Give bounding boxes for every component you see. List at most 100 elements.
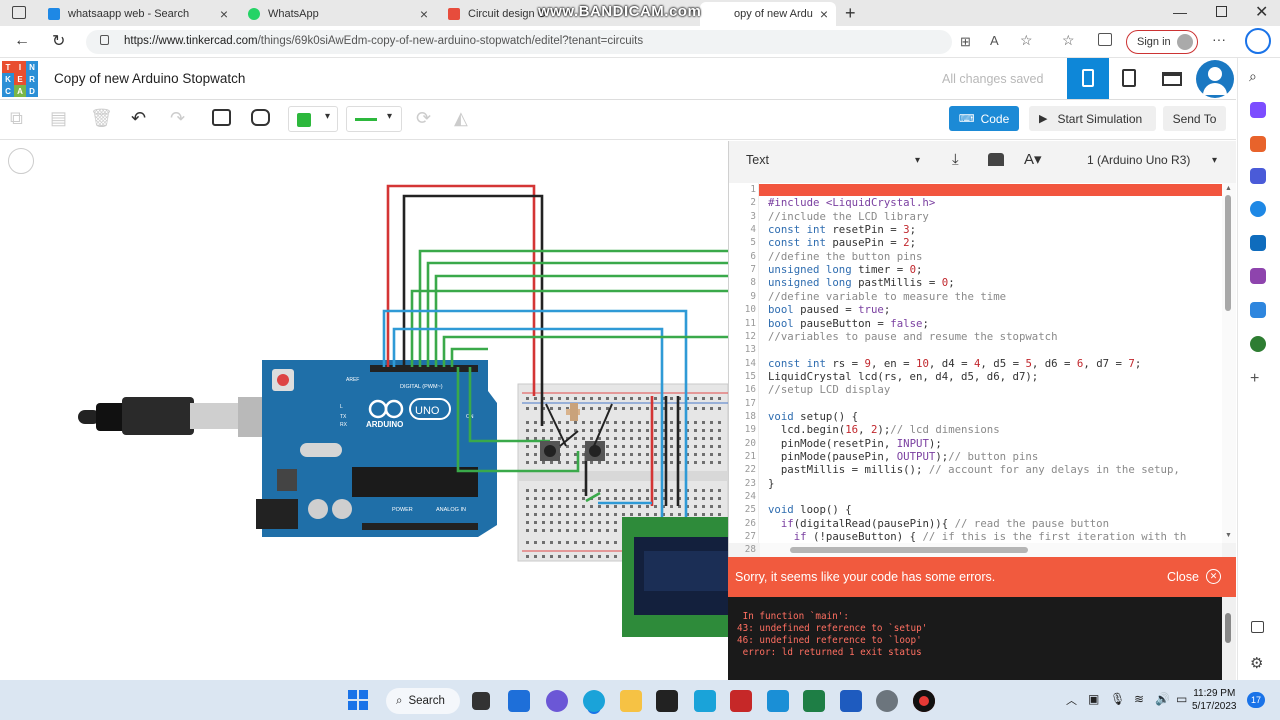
code-button[interactable]: ⌨Code — [949, 106, 1019, 131]
code-line[interactable]: unsigned long pastMillis = 0; — [768, 276, 955, 290]
serial-console[interactable] — [728, 597, 1222, 680]
code-mode-dropdown[interactable]: Text ▾ — [746, 153, 920, 167]
sidebar-tree-icon[interactable] — [1250, 336, 1266, 352]
push-buttons[interactable] — [540, 441, 605, 461]
project-title[interactable]: Copy of new Arduino Stopwatch — [54, 71, 246, 86]
code-line[interactable]: unsigned long timer = 0; — [768, 263, 923, 277]
sidebar-designer-icon[interactable] — [1250, 268, 1266, 284]
note-icon[interactable] — [212, 109, 231, 126]
code-line[interactable]: bool paused = true; — [768, 303, 891, 317]
editor-scroll-thumb[interactable] — [1225, 195, 1231, 311]
code-line[interactable]: //define variable to measure the time — [768, 289, 1007, 303]
code-line[interactable]: //include the LCD library — [768, 209, 929, 223]
copy-icon[interactable]: ⧉ — [10, 108, 23, 128]
board-dropdown[interactable]: 1 (Arduino Uno R3) ▾ — [1087, 153, 1217, 167]
redo-icon[interactable]: ↷ — [170, 108, 186, 128]
console-scroll-thumb[interactable] — [1225, 613, 1231, 643]
minimize-icon[interactable]: — — [1173, 4, 1187, 20]
wire-type-dropdown[interactable]: ▾ — [346, 106, 402, 132]
show-hidden-icons[interactable]: ︿ — [1066, 695, 1077, 707]
close-window-icon[interactable]: ✕ — [1255, 4, 1269, 21]
paste-icon[interactable]: ▤ — [50, 108, 68, 128]
code-line[interactable]: //variables to pause and resume the stop… — [768, 329, 1058, 343]
font-size-icon[interactable]: A▾ — [1024, 151, 1042, 168]
mcafee-icon[interactable] — [730, 690, 752, 712]
sidebar-search-icon[interactable]: ⌕ — [1249, 68, 1257, 84]
tinkercad-logo[interactable]: T I N K E R C A D — [2, 61, 38, 97]
download-icon[interactable]: ⤓ — [952, 151, 959, 168]
component-list-icon[interactable] — [1162, 72, 1182, 86]
sidebar-shopping-icon[interactable] — [1250, 102, 1266, 118]
browser-tab-circuit-design[interactable]: Circuit design C — [440, 2, 560, 26]
url-text[interactable]: https://www.tinkercad.com/things/69k0siA… — [124, 35, 644, 47]
code-line[interactable]: pastMillis = millis(); // account for an… — [768, 463, 1180, 477]
code-line[interactable]: const int pausePin = 2; — [768, 236, 917, 250]
browser-tab-active[interactable]: opy of new Ardu × — [700, 2, 836, 26]
code-line[interactable]: pinMode(resetPin, INPUT); — [768, 436, 942, 450]
excel-icon[interactable] — [803, 690, 825, 712]
user-avatar[interactable] — [1196, 60, 1234, 98]
back-icon[interactable]: ← — [14, 32, 30, 49]
close-tab-icon[interactable]: × — [419, 6, 428, 22]
schematic-view-icon[interactable] — [1122, 69, 1136, 87]
lcd-display[interactable] — [622, 517, 728, 637]
apps-icon[interactable]: ⊞ — [960, 34, 971, 49]
widgets-icon[interactable] — [508, 690, 530, 712]
circuit-view-button[interactable] — [1067, 58, 1109, 99]
start-simulation-button[interactable]: ▶Start Simulation — [1029, 106, 1156, 131]
sidebar-settings-icon[interactable]: ⚙ — [1250, 655, 1264, 672]
browser-tab-search[interactable]: whatsaapp web - Search × — [40, 2, 236, 26]
start-button[interactable] — [348, 690, 368, 710]
code-line[interactable]: //define the button pins — [768, 249, 923, 263]
bandicam-icon[interactable] — [913, 690, 935, 712]
sidebar-outlook-icon[interactable] — [1250, 235, 1266, 251]
notification-badge[interactable]: 17 — [1247, 692, 1265, 708]
volume-icon[interactable]: 🔊 — [1155, 692, 1170, 706]
code-line[interactable]: pinMode(pausePin, OUTPUT);// button pins — [768, 450, 1039, 463]
sidebar-add-icon[interactable]: + — [1250, 370, 1260, 387]
app-blue-icon[interactable] — [767, 690, 789, 712]
code-line[interactable]: //setup LCD display — [768, 383, 891, 397]
collections-icon[interactable] — [1098, 33, 1112, 46]
circuit-drawing[interactable]: ARDUINO UNO DIGITAL (PWM~) ANALOG IN POW… — [0, 141, 728, 680]
store-icon[interactable] — [656, 690, 678, 712]
teams-icon[interactable] — [546, 690, 568, 712]
app-l-icon[interactable] — [694, 690, 716, 712]
rotate-icon[interactable]: ⟳ — [416, 108, 432, 128]
code-line[interactable]: } — [768, 476, 775, 490]
clock[interactable]: 11:29 PM 5/17/2023 — [1192, 688, 1237, 712]
delete-icon[interactable]: 🗑 — [90, 108, 113, 128]
file-explorer-icon[interactable] — [620, 690, 642, 712]
close-tab-icon[interactable]: × — [219, 6, 228, 22]
favorites-icon[interactable]: ☆ — [1062, 32, 1075, 48]
notes-visibility-icon[interactable] — [251, 109, 270, 126]
close-tab-icon[interactable]: × — [819, 6, 828, 22]
browser-tab-whatsapp[interactable]: WhatsApp × — [240, 2, 436, 26]
settings-taskbar-icon[interactable] — [876, 690, 898, 712]
code-line[interactable]: void loop() { — [768, 503, 852, 517]
code-line[interactable]: bool pauseButton = false; — [768, 316, 929, 330]
code-line[interactable]: const int resetPin = 3; — [768, 223, 917, 237]
code-line[interactable]: LiquidCrystal lcd(rs, en, d4, d5, d6, d7… — [768, 369, 1039, 383]
task-view-icon[interactable] — [472, 692, 490, 710]
lock-icon[interactable] — [100, 35, 109, 45]
zoom-to-fit-icon[interactable] — [8, 148, 34, 174]
sidebar-microsoft365-icon[interactable] — [1250, 201, 1266, 217]
scroll-up-icon[interactable]: ▲ — [1225, 185, 1232, 192]
code-line[interactable]: #include <LiquidCrystal.h> — [768, 196, 936, 210]
console-scrollbar[interactable] — [1222, 597, 1236, 680]
new-tab-icon[interactable]: + — [845, 3, 856, 23]
camera-icon[interactable]: ▣ — [1088, 692, 1100, 706]
sidebar-drop-icon[interactable] — [1250, 302, 1266, 318]
favorite-icon[interactable]: ☆ — [1020, 32, 1033, 48]
close-error-button[interactable]: Close ✕ — [1167, 569, 1221, 584]
send-to-button[interactable]: Send To — [1163, 106, 1226, 131]
app-doc-icon[interactable] — [840, 690, 862, 712]
library-icon[interactable] — [988, 153, 1004, 166]
wires[interactable] — [382, 184, 728, 517]
resistors[interactable] — [566, 403, 580, 421]
read-aloud-icon[interactable]: A — [990, 33, 999, 48]
editor-hscroll-thumb[interactable] — [790, 547, 1028, 553]
wire-color-dropdown[interactable]: ▾ — [288, 106, 338, 132]
refresh-icon[interactable]: ↻ — [52, 33, 66, 50]
